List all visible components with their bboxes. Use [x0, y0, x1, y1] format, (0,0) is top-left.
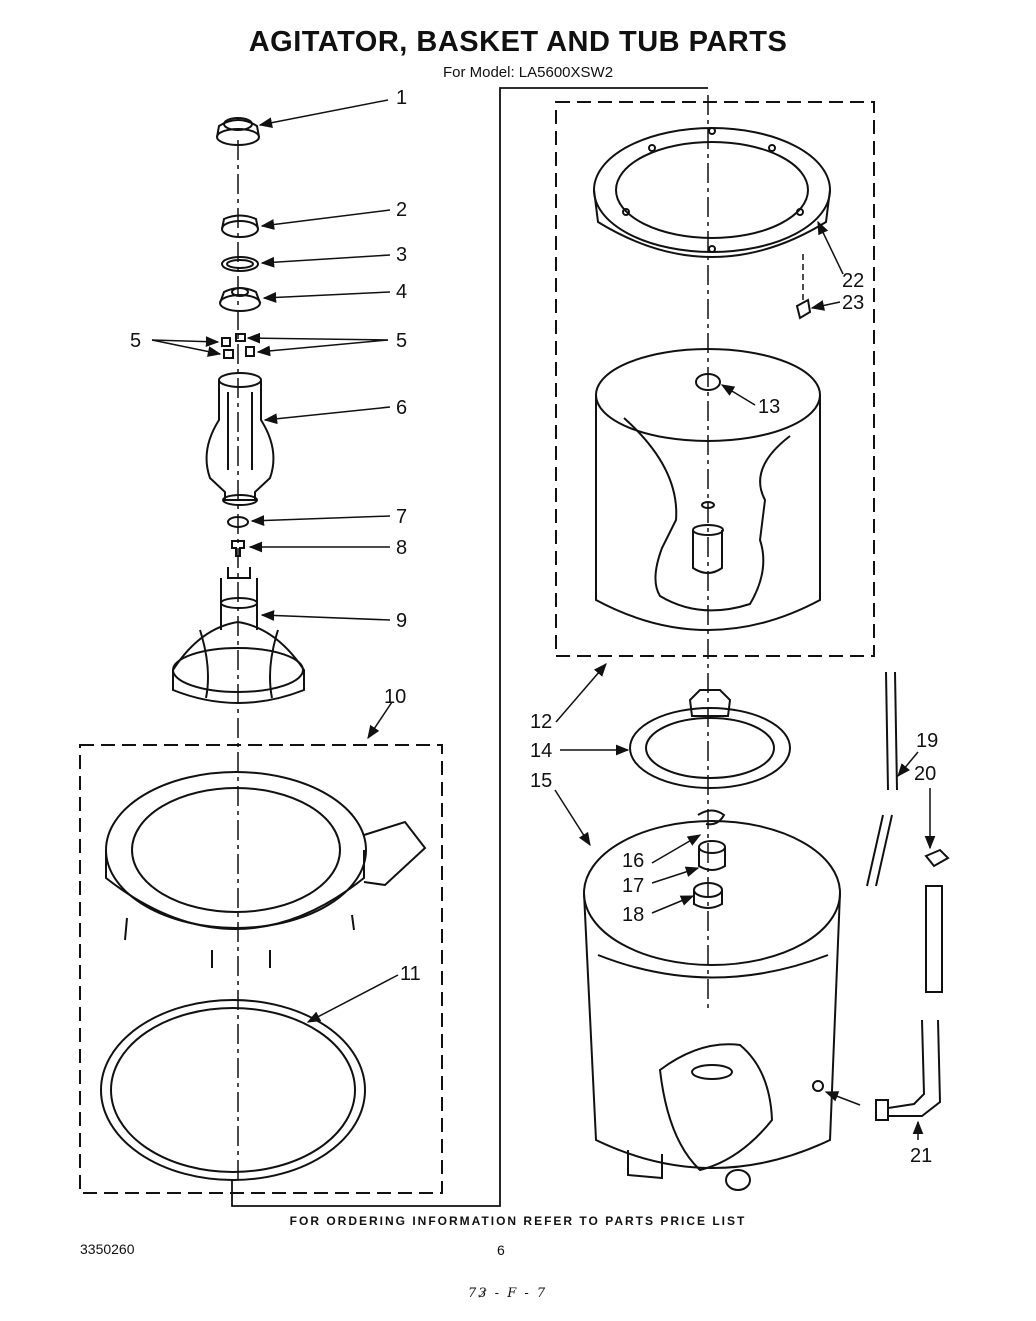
part-label-17: 17	[622, 875, 644, 897]
part-label-23: 23	[842, 292, 864, 314]
leader-arrows	[151, 99, 936, 1140]
part-label-18: 18	[622, 904, 644, 926]
agitator-barrel-part	[205, 372, 275, 506]
part-label-12: 12	[530, 711, 552, 733]
part-2-shape	[221, 214, 259, 238]
hub-ring-part	[629, 689, 791, 789]
ordering-footer-note: FOR ORDERING INFORMATION REFER TO PARTS …	[289, 1214, 747, 1228]
part-label-21: 21	[910, 1145, 932, 1167]
agitator-base-part	[172, 567, 305, 704]
model-subtitle: For Model: LA5600XSW2	[442, 64, 614, 81]
agitator-dogs-part	[221, 333, 255, 359]
part-label-15: 15	[530, 770, 552, 792]
outer-tub-part	[583, 820, 841, 1191]
part-label-13: 13	[758, 396, 780, 418]
tub-ring-part	[105, 771, 427, 968]
part-16-clip	[697, 809, 726, 826]
part-19-hose	[866, 671, 898, 887]
part-label-16: 16	[622, 850, 644, 872]
basket-ring-part	[593, 127, 831, 258]
group-box-12	[555, 101, 875, 657]
part-8-bolt	[231, 540, 245, 557]
group-box-10	[79, 744, 443, 1194]
part-label-4: 4	[396, 281, 407, 303]
part-label-3: 3	[396, 244, 407, 266]
part-label-1: 1	[396, 87, 407, 109]
page-number: 6	[497, 1242, 505, 1258]
part-label-6: 6	[396, 397, 407, 419]
part-label-8: 8	[396, 537, 407, 559]
part-label-9: 9	[396, 610, 407, 632]
part-4-shape	[219, 287, 261, 312]
clip-part	[795, 298, 812, 320]
part-label-7: 7	[396, 506, 407, 528]
part-label-22: 22	[842, 270, 864, 292]
part-17-coupling	[698, 840, 726, 871]
part-label-20: 20	[914, 763, 936, 785]
part-label-19: 19	[916, 730, 938, 752]
part-label-14: 14	[530, 740, 552, 762]
part-label-5-right: 5	[396, 330, 407, 352]
page-title: AGITATOR, BASKET AND TUB PARTS	[248, 26, 788, 58]
agitator-cap-part	[216, 117, 260, 146]
spin-basket-part	[595, 348, 821, 631]
connection-line	[231, 87, 708, 1207]
handwritten-mark: 73̷ - F - 7	[468, 1286, 548, 1301]
part-label-10: 10	[384, 686, 406, 708]
tub-gasket-part	[100, 999, 366, 1181]
part-label-11: 11	[400, 963, 421, 985]
part-21-drain-hose	[875, 885, 943, 1121]
part-7-ring	[227, 516, 249, 528]
document-number: 3350260	[80, 1241, 135, 1257]
part-20-fitting	[924, 848, 950, 868]
seal-ring-part	[221, 256, 259, 272]
part-label-2: 2	[396, 199, 407, 221]
part-label-5-left: 5	[130, 330, 141, 352]
